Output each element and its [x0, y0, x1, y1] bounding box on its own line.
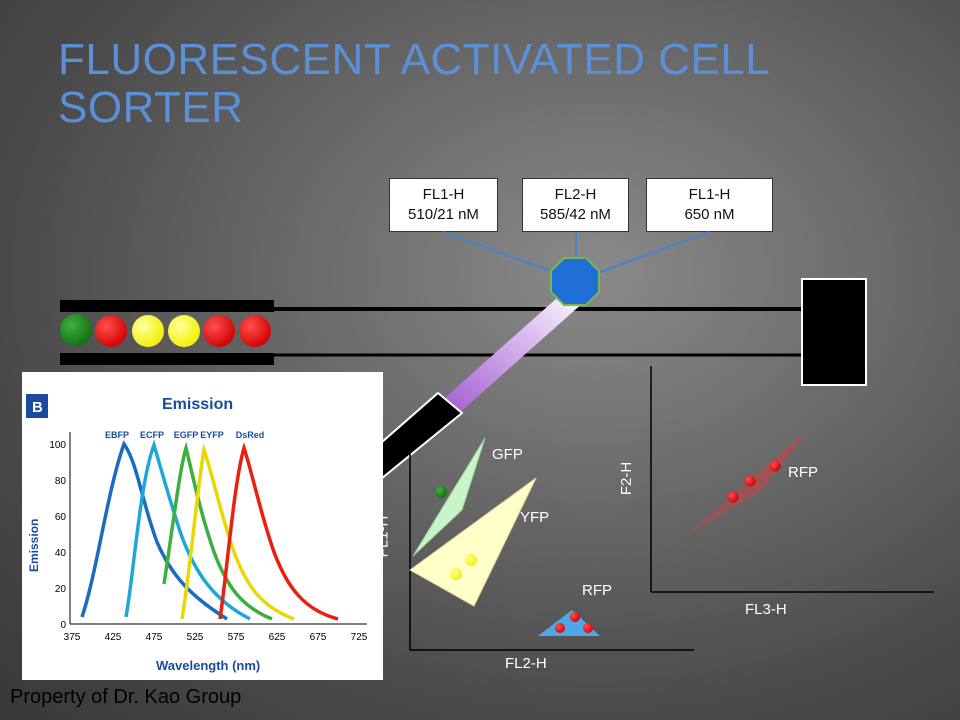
filter-name: FL2-H [554, 186, 597, 203]
emission-y-tick-label: 80 [55, 476, 67, 487]
yfp-cell [465, 554, 477, 566]
plot2-ylabel: F2-H [618, 461, 636, 496]
laser-beam [440, 290, 584, 414]
emission-spectra-panel: B Emission Emission Wavelength (nm) 0 20 4… [22, 372, 383, 680]
emission-y-ticks: 0 20 40 60 80 100 [49, 440, 66, 631]
gate-label-rfp: RFP [582, 582, 612, 599]
rfp-gate-2 [684, 432, 806, 537]
cell-green [60, 314, 92, 346]
rfp-cell [570, 612, 580, 622]
filter-band: 650 nM [684, 206, 735, 223]
emission-x-tick-label: 625 [269, 632, 286, 643]
emission-chart: B Emission Emission Wavelength (nm) 0 20 4… [26, 394, 368, 673]
gfp-gate [412, 437, 486, 557]
filter-band: 510/21 nM [408, 206, 479, 223]
emission-x-tick-label: 475 [146, 632, 163, 643]
cell-yellow [132, 315, 164, 347]
emission-series-label: DsRed [236, 430, 265, 440]
cell-red [239, 315, 271, 347]
gate-label-gfp: GFP [492, 446, 523, 463]
rfp-cell [555, 623, 565, 633]
emission-series-label: ECFP [140, 430, 164, 440]
emission-y-tick-label: 60 [55, 512, 67, 523]
detector-octagon [550, 257, 600, 306]
channel-wall-top [60, 300, 274, 312]
rfp-cell [583, 623, 593, 633]
curve-ebfp [80, 440, 228, 621]
gate-label-yfp: YFP [520, 509, 550, 526]
emission-series-label: EBFP [105, 430, 129, 440]
curve-eyfp [180, 443, 295, 621]
panel-label: B [32, 399, 43, 416]
footer-credit: Property of Dr. Kao Group [10, 686, 242, 708]
filter-name: FL1-H [422, 186, 465, 203]
curve-dsred [218, 442, 339, 621]
plot2-xlabel: FL3-H [745, 601, 787, 618]
rfp-cell [744, 475, 756, 487]
emission-x-tick-label: 675 [310, 632, 327, 643]
rfp-cell [769, 460, 781, 472]
yfp-cell [450, 568, 462, 580]
plot1-xlabel: FL2-H [505, 655, 547, 672]
panel-label-box [26, 394, 48, 418]
filter-name: FL1-H [688, 186, 731, 203]
curve-ecfp [124, 439, 251, 621]
emission-x-tick-label: 575 [228, 632, 245, 643]
emission-series-label: EGFP [174, 430, 199, 440]
gfp-cell [435, 486, 447, 498]
gate-label-rfp-2: RFP [788, 464, 818, 481]
emission-x-ticks: 375 425 475 525 575 625 675 725 [64, 632, 368, 643]
emission-x-tick-label: 525 [187, 632, 204, 643]
emission-ylabel: Emission [27, 519, 41, 572]
cell-stream [60, 314, 271, 347]
emission-x-tick-label: 425 [105, 632, 122, 643]
emission-series-label: EYFP [200, 430, 224, 440]
filter-box-fl1: FL1-H 510/21 nM [389, 178, 498, 232]
filter-box-fl2: FL2-H 585/42 nM [522, 178, 629, 232]
connector-line [591, 231, 710, 276]
emission-y-tick-label: 20 [55, 584, 67, 595]
emission-y-tick-label: 0 [60, 620, 66, 631]
slide-title: FLUORESCENT ACTIVATED CELL SORTER [58, 35, 769, 132]
collection-tube [801, 278, 867, 386]
filter-band: 585/42 nM [540, 206, 611, 223]
filter-box-fl3: FL1-H 650 nM [646, 178, 773, 232]
emission-y-tick-label: 40 [55, 548, 67, 559]
emission-title: Emission [162, 396, 233, 413]
yfp-gate [409, 477, 537, 607]
emission-x-tick-label: 375 [64, 632, 81, 643]
channel-wall-bottom [60, 353, 274, 365]
cell-red [203, 315, 235, 347]
rfp-cell [727, 491, 739, 503]
emission-x-tick-label: 725 [351, 632, 368, 643]
cell-yellow [168, 315, 200, 347]
connector-line [442, 231, 563, 276]
cell-red [95, 315, 127, 347]
curve-egfp [162, 441, 273, 621]
emission-y-tick-label: 100 [49, 440, 66, 451]
emission-xlabel: Wavelength (nm) [156, 658, 260, 673]
